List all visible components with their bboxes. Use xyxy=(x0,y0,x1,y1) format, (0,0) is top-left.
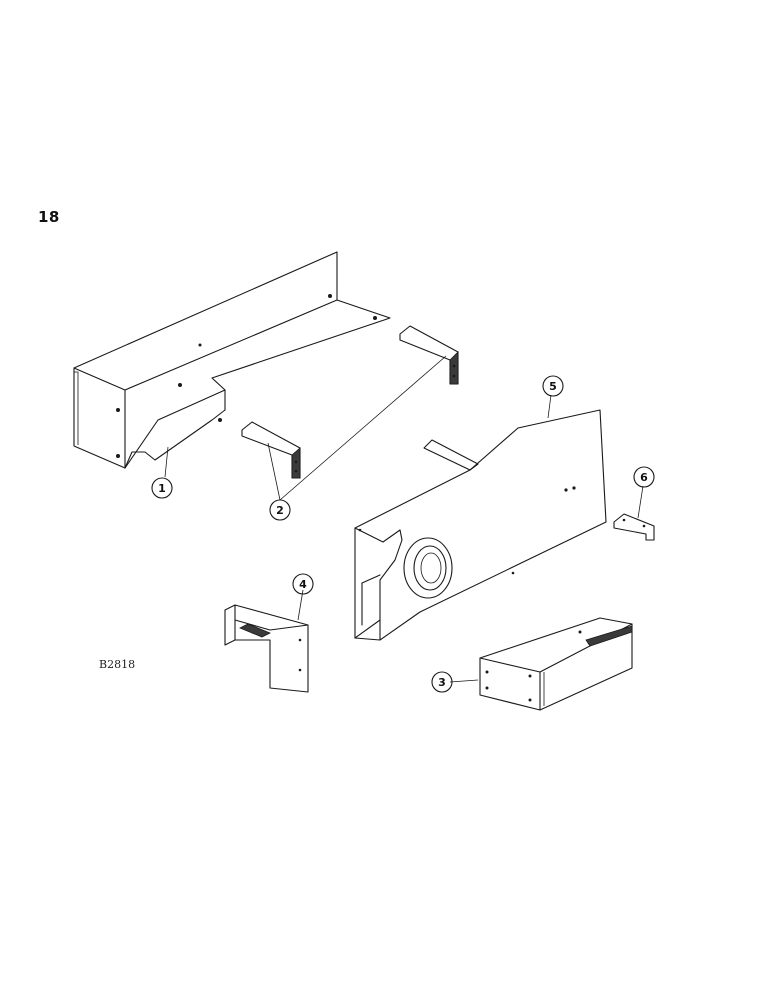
callout-3-label: 3 xyxy=(438,676,446,689)
part-main-shield xyxy=(354,409,607,641)
page-number: 18 xyxy=(38,208,60,226)
callout-6-label: 6 xyxy=(640,471,648,484)
callout-6: 6 xyxy=(633,466,655,488)
part-end-cover xyxy=(479,617,633,711)
callout-4-label: 4 xyxy=(299,578,307,591)
part-support-bracket-lower xyxy=(241,421,301,479)
part-mounting-bracket xyxy=(224,604,309,693)
callout-5-label: 5 xyxy=(549,380,557,393)
drawing-code: B2818 xyxy=(99,658,136,671)
callout-4: 4 xyxy=(292,573,314,595)
callout-3: 3 xyxy=(431,671,453,693)
part-clip-bracket xyxy=(613,513,655,541)
callout-1: 1 xyxy=(151,477,173,499)
callout-2: 2 xyxy=(269,499,291,521)
callout-5: 5 xyxy=(542,375,564,397)
part-long-shield xyxy=(73,251,391,469)
callout-2-label: 2 xyxy=(276,504,284,517)
leader-lines xyxy=(164,355,644,683)
part-support-bracket-upper xyxy=(399,325,459,385)
callout-1-label: 1 xyxy=(158,482,166,495)
